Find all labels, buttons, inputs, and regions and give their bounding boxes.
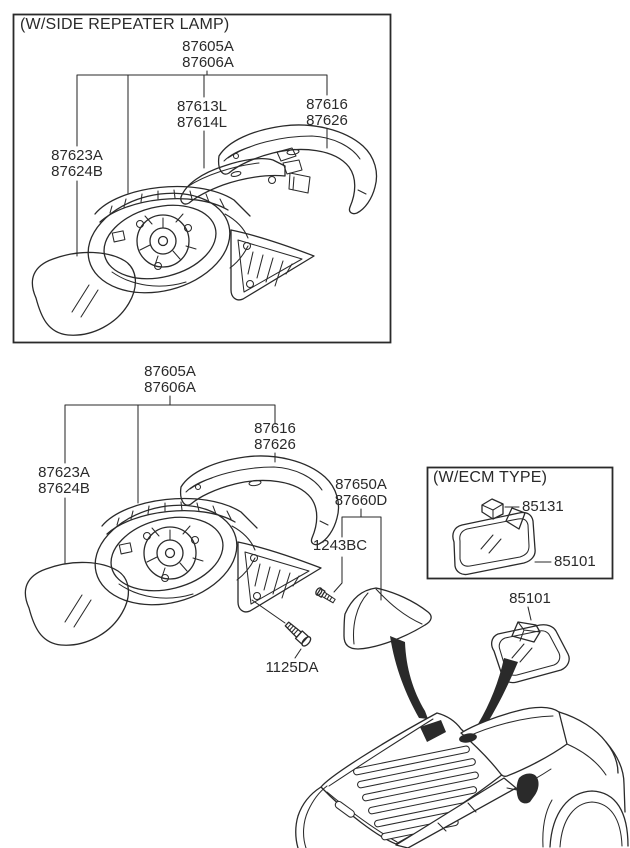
part-number: 87623A [51, 147, 103, 164]
mirror-cover-drawing [217, 124, 378, 215]
part-label-mirror-assembly-top: 87605A 87606A [168, 39, 248, 71]
part-number: 87660D [334, 492, 388, 509]
mirror-glass-drawing [31, 251, 137, 336]
part-number: 87616 [254, 420, 296, 437]
inside-mirror-location-mark [459, 733, 477, 743]
door-mirror-location-mark [420, 720, 446, 742]
part-number: 87626 [254, 436, 296, 453]
side-mirror-body-drawing [83, 490, 322, 620]
mirror-glass-drawing [24, 561, 130, 646]
part-label-mirror-glass-top: 87623A 87624B [37, 148, 117, 180]
front-wheel-arch [549, 790, 629, 848]
part-number: 87605A [182, 38, 234, 55]
part-label-inside-mirror: 85101 [509, 590, 551, 607]
ecm-panel-drawing [426, 466, 614, 580]
rear-hatch-edge [295, 786, 322, 848]
part-label-mirror-glass-main: 87623A 87624B [24, 465, 104, 497]
part-label-mirror-cover-top: 87616 87626 [287, 97, 367, 129]
repeater-lamp-drawing [180, 147, 311, 205]
part-label-mirror-cover-main: 87616 87626 [235, 421, 315, 453]
car-drawing [295, 706, 629, 848]
part-number: 87605A [144, 363, 196, 380]
part-number: 87614L [176, 114, 228, 131]
ecm-panel-border [426, 466, 614, 580]
top-panel-title: (W/SIDE REPEATER LAMP) [20, 16, 230, 33]
part-label-ecm-inside-mirror: 85101 [554, 553, 596, 570]
main-diagram-drawing [24, 395, 532, 659]
part-number: 87606A [144, 379, 196, 396]
top-panel-border [12, 13, 392, 344]
part-number: 87624B [51, 163, 103, 180]
part-number: 87616 [306, 96, 348, 113]
screw-drawing [315, 587, 336, 604]
rear-hatch-handle [334, 800, 355, 818]
side-windows [395, 777, 517, 848]
bolt-drawing [284, 621, 312, 647]
part-number: 87626 [306, 112, 348, 129]
part-number: 87624B [38, 480, 90, 497]
main-leader-lines [64, 395, 532, 659]
top-panel-drawing [12, 13, 392, 344]
ecm-panel-title: (W/ECM TYPE) [433, 469, 548, 486]
part-number: 87623A [38, 464, 90, 481]
part-number: 87606A [182, 54, 234, 71]
ecm-inside-mirror-drawing [452, 498, 536, 576]
inside-mirror-location-arrow [474, 658, 518, 733]
part-label-mirror-assembly-main: 87605A 87606A [130, 364, 210, 396]
part-number: 87650A [335, 476, 387, 493]
part-label-repeater-lamp: 87613L 87614L [161, 99, 243, 131]
part-number: 87613L [176, 98, 228, 115]
part-label-ecm-unit: 85131 [522, 498, 564, 515]
door-mirror-location-arrow [390, 636, 428, 719]
quadrant-cover-drawing [343, 587, 432, 650]
top-panel-leader-lines [76, 70, 328, 257]
part-label-screw: 1243BC [312, 537, 368, 554]
door-mirror-on-car [516, 773, 539, 804]
inside-mirror-drawing [491, 621, 570, 684]
part-label-bolt: 1125DA [265, 659, 319, 676]
windshield [460, 706, 568, 778]
part-label-quadrant-cover: 87650A 87660D [321, 477, 401, 509]
